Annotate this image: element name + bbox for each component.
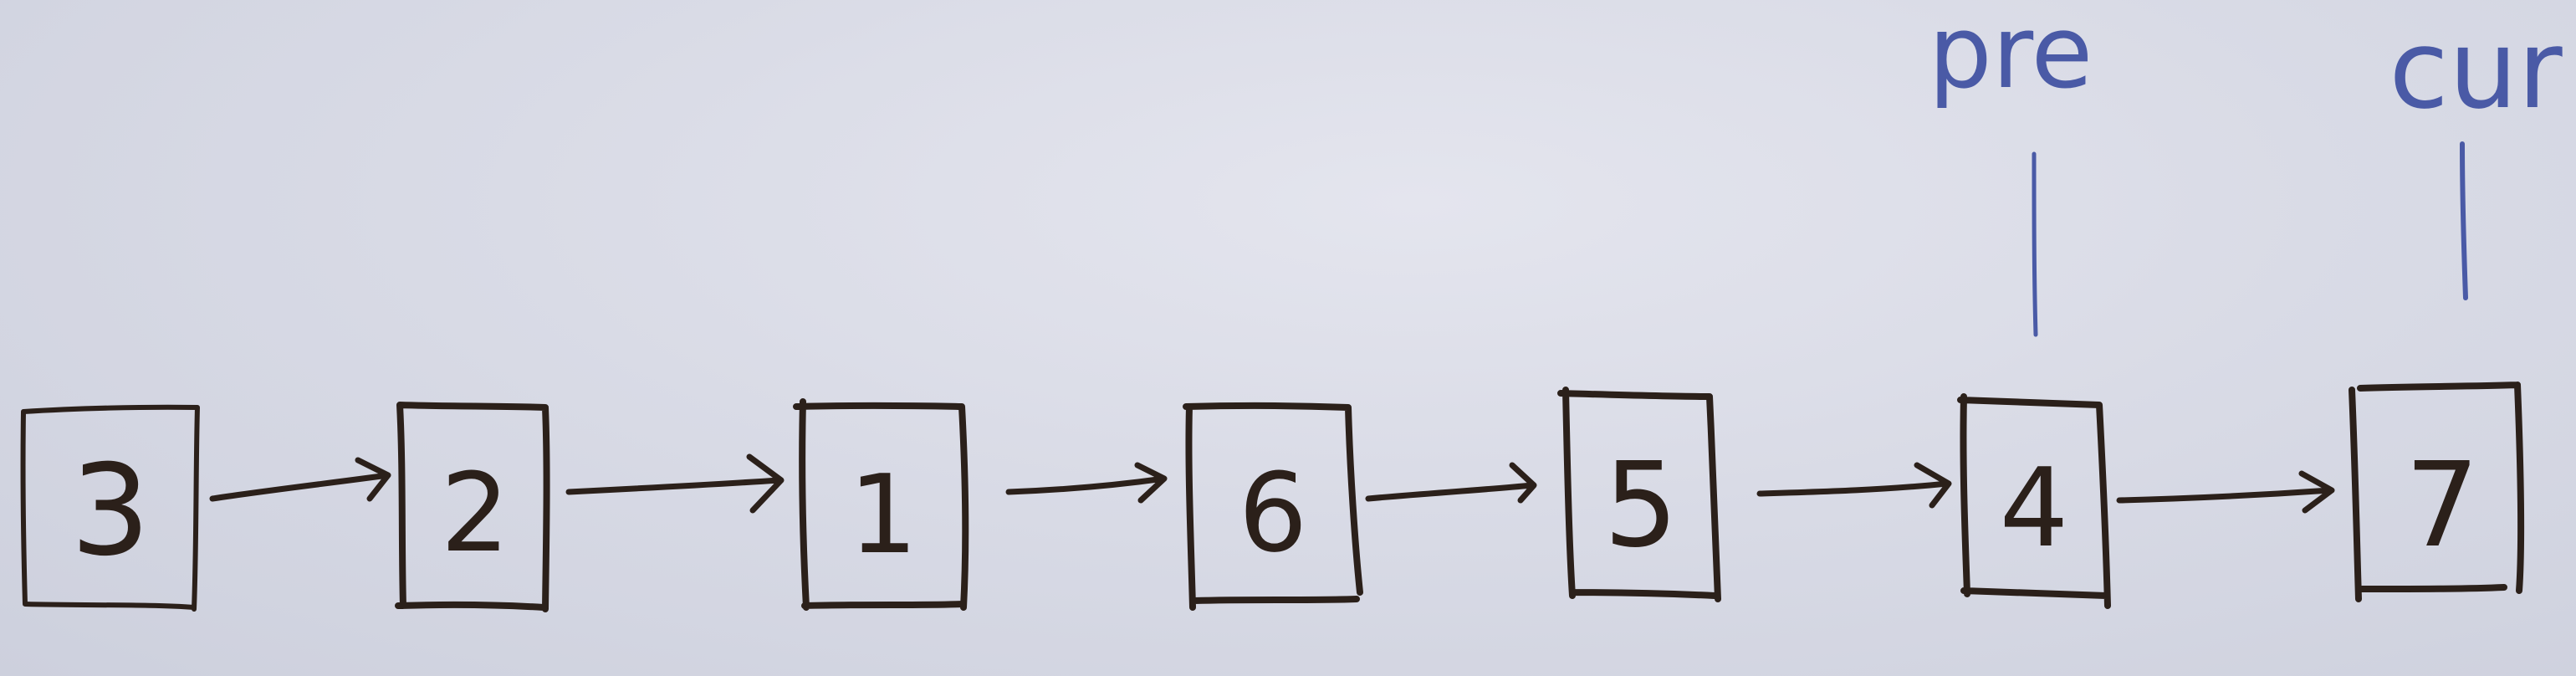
node-value-1: 1 (849, 451, 918, 578)
node-box-3 (20, 404, 200, 612)
node-box-2 (395, 402, 550, 612)
arrow-4-to-7 (2116, 470, 2335, 514)
pointer-line-pre (2032, 151, 2038, 337)
node-box-1 (793, 398, 969, 611)
arrow-3-to-2 (209, 457, 391, 502)
arrow-5-to-4 (1756, 462, 1952, 509)
arrow-6-to-5 (1365, 462, 1537, 504)
node-box-7 (2349, 382, 2525, 602)
arrow-2-to-1 (565, 453, 785, 514)
pointer-label-cur: cur (2389, 6, 2563, 133)
node-value-2: 2 (441, 449, 510, 576)
pointer-line-cur (2460, 141, 2468, 300)
arrow-1-to-6 (1005, 462, 1168, 504)
node-box-5 (1557, 387, 1721, 602)
node-value-7: 7 (2405, 438, 2479, 574)
node-box-6 (1183, 402, 1363, 611)
node-box-4 (1957, 393, 2111, 609)
pointer-label-pre: pre (1929, 0, 2093, 111)
node-value-6: 6 (1239, 449, 1308, 576)
node-value-3: 3 (70, 438, 150, 584)
node-value-5: 5 (1603, 438, 1678, 574)
node-value-4: 4 (2000, 444, 2069, 571)
